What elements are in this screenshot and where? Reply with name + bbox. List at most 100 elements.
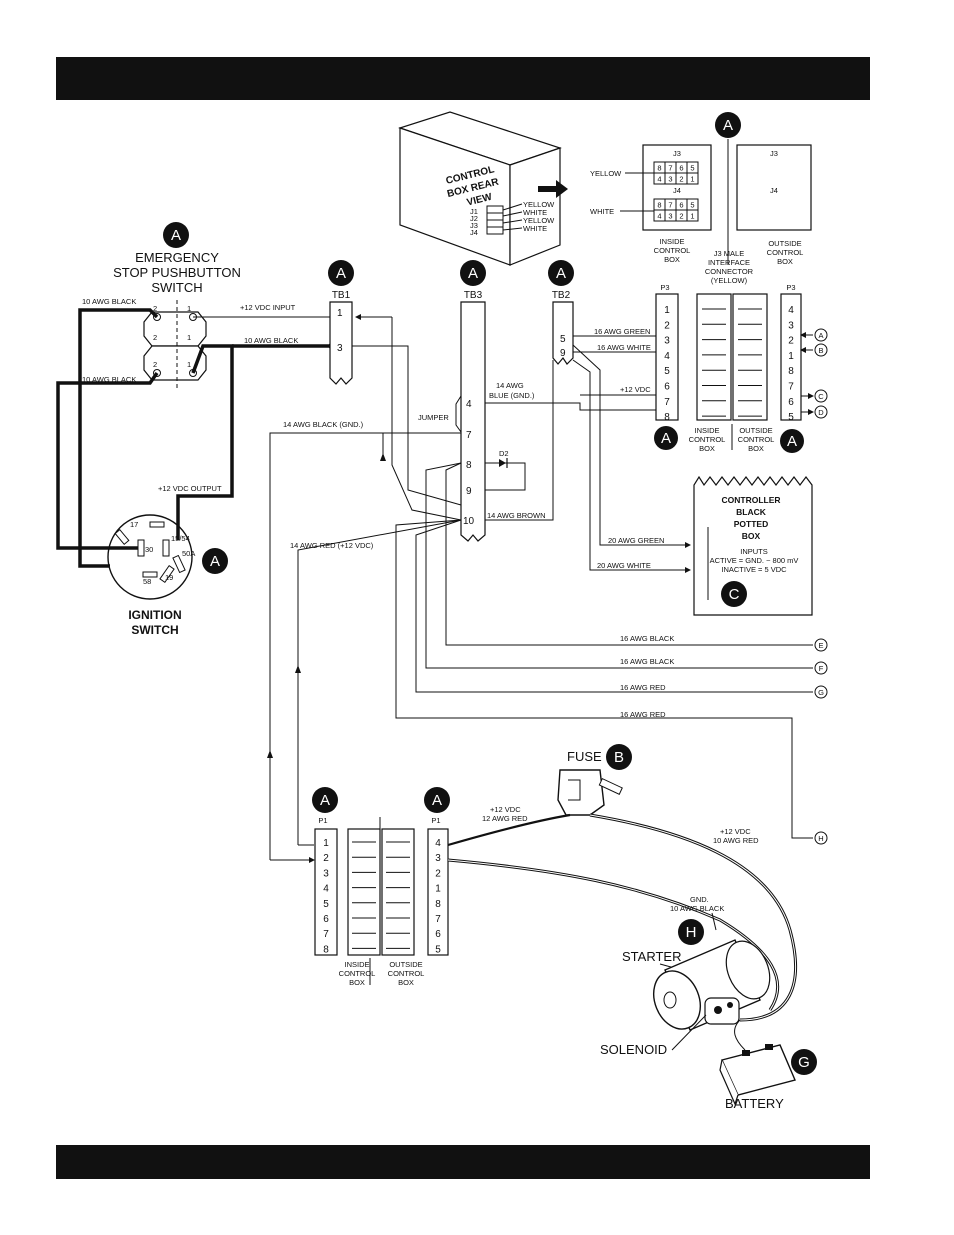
svg-text:16 AWG BLACK: 16 AWG BLACK xyxy=(620,657,674,666)
wire-j4-color: WHITE xyxy=(523,224,547,233)
p3-inside-pin-6: 6 xyxy=(664,382,670,393)
svg-text:BOX: BOX xyxy=(777,257,793,266)
svg-text:CONTROL: CONTROL xyxy=(339,969,376,978)
svg-text:BOX: BOX xyxy=(664,255,680,264)
tb2-pin-5: 5 xyxy=(560,334,566,345)
svg-text:A: A xyxy=(787,433,797,450)
p3-outside-pin: 1 xyxy=(788,351,794,362)
ref-b: B xyxy=(818,346,823,355)
j3-label-outside: J3 xyxy=(770,149,778,158)
svg-text:16 AWG GREEN: 16 AWG GREEN xyxy=(594,327,650,336)
j-pin: 1 xyxy=(690,175,694,184)
svg-text:12 AWG RED: 12 AWG RED xyxy=(482,814,528,823)
svg-text:BOX: BOX xyxy=(742,531,761,541)
footer-bar xyxy=(56,1145,870,1179)
j-pin: 5 xyxy=(690,164,694,173)
p1-outside-pin: 1 xyxy=(435,884,441,895)
j-pin: 3 xyxy=(668,175,672,184)
svg-text:P1: P1 xyxy=(431,816,440,825)
callout-a-icon xyxy=(202,548,228,574)
j-pin: 8 xyxy=(657,201,661,210)
thin-wires: 16 AWG GREEN 16 AWG WHITE 14 AWG BLUE (G… xyxy=(267,314,828,863)
callout-a-icon xyxy=(163,222,189,248)
label-12vdc-output: +12 VDC OUTPUT xyxy=(158,484,222,493)
svg-text:A: A xyxy=(336,265,346,282)
ignition-switch: 17 30 15/54 50A 58 19 A IGNITION SWITCH xyxy=(107,514,228,637)
terminal-15-54: 15/54 xyxy=(171,534,190,543)
svg-text:CONTROLLER: CONTROLLER xyxy=(721,495,780,505)
ref-h: H xyxy=(818,834,823,843)
callout-b-icon xyxy=(606,744,632,770)
white-label: WHITE xyxy=(590,207,614,216)
svg-text:1: 1 xyxy=(187,304,191,313)
terminal-19: 19 xyxy=(165,573,173,582)
terminal-30: 30 xyxy=(145,545,153,554)
pin-cell xyxy=(686,172,699,185)
starter-motor-icon xyxy=(653,939,771,1031)
wire-j3-color: YELLOW xyxy=(523,216,555,225)
p1-outside-pin: 8 xyxy=(435,899,441,910)
svg-text:POTTED: POTTED xyxy=(734,519,768,529)
p1-outside-pin: 7 xyxy=(435,914,441,925)
emergency-stop-switch: A EMERGENCY STOP PUSHBUTTON SWITCH 2 1 2… xyxy=(113,222,241,390)
p3-inside-pin-2: 2 xyxy=(664,320,670,331)
fuse-icon xyxy=(557,769,605,816)
p3-inside-pin-7: 7 xyxy=(664,397,670,408)
svg-text:J3 MALE: J3 MALE xyxy=(714,249,744,258)
tb3-pin-8: 8 xyxy=(466,460,472,471)
svg-text:2: 2 xyxy=(153,360,157,369)
p1-inside-pin-8: 8 xyxy=(323,944,329,955)
svg-text:A: A xyxy=(432,792,442,809)
svg-text:CONTROL: CONTROL xyxy=(738,435,775,444)
pin-j4: J4 xyxy=(470,228,478,237)
svg-text:+12 VDC: +12 VDC xyxy=(720,827,751,836)
svg-text:P3: P3 xyxy=(786,283,795,292)
p3-outside-pin: 7 xyxy=(788,382,794,393)
callout-a-icon xyxy=(715,112,741,138)
svg-text:INSIDE: INSIDE xyxy=(344,960,369,969)
j-pin: 4 xyxy=(657,212,661,221)
tb3-pin-7: 7 xyxy=(466,430,472,441)
svg-text:A: A xyxy=(556,265,566,282)
svg-text:CONTROL: CONTROL xyxy=(654,246,691,255)
tb3-pin-9: 9 xyxy=(466,486,472,497)
svg-text:TB2: TB2 xyxy=(552,290,571,301)
j3-j4-connectors: A J3 J4 87654321876543215678123456781234… xyxy=(590,112,812,285)
j-pin: 7 xyxy=(668,164,672,173)
pin-j3: J3 xyxy=(470,221,478,230)
ref-g: G xyxy=(818,688,824,697)
svg-text:BOX: BOX xyxy=(349,978,365,987)
label-10awg-black-a: 10 AWG BLACK xyxy=(82,297,136,306)
j-pin: 5 xyxy=(690,201,694,210)
j-pin: 1 xyxy=(690,212,694,221)
svg-text:1: 1 xyxy=(187,333,191,342)
callout-a-icon xyxy=(312,787,338,813)
svg-text:2: 2 xyxy=(153,333,157,342)
svg-text:INACTIVE = 5 VDC: INACTIVE = 5 VDC xyxy=(721,565,787,574)
power-components: FUSE B +12 VDC 12 AWG RED +12 VDC 10 AWG… xyxy=(447,744,817,1111)
j-pin: 2 xyxy=(679,175,683,184)
p1-outside-pin: 2 xyxy=(435,868,441,879)
p3-outside-pin: 4 xyxy=(788,305,794,316)
svg-text:BOX: BOX xyxy=(398,978,414,987)
j4-label-inside: J4 xyxy=(673,186,681,195)
tb3-pin-10: 10 xyxy=(463,516,475,527)
svg-text:2: 2 xyxy=(153,304,157,313)
wire-j2-color: WHITE xyxy=(523,208,547,217)
svg-text:16 AWG RED: 16 AWG RED xyxy=(620,683,666,692)
p1-outside-pin: 4 xyxy=(435,838,441,849)
svg-text:OUTSIDE: OUTSIDE xyxy=(389,960,422,969)
callout-a-icon xyxy=(548,260,574,286)
p3-outside-pin: 5 xyxy=(788,412,794,423)
terminal-58: 58 xyxy=(143,577,151,586)
p1-inside-pin-1: 1 xyxy=(323,838,329,849)
svg-text:14 AWG BROWN: 14 AWG BROWN xyxy=(487,511,545,520)
svg-text:D2: D2 xyxy=(499,449,509,458)
svg-text:TB1: TB1 xyxy=(332,290,351,301)
solenoid-label: SOLENOID xyxy=(600,1042,667,1057)
svg-text:16 AWG BLACK: 16 AWG BLACK xyxy=(620,634,674,643)
svg-text:16 AWG RED: 16 AWG RED xyxy=(620,710,666,719)
battery-label: BATTERY xyxy=(725,1096,784,1111)
terminal-block-tb3: TB3 4 7 8 9 10 JUMPER xyxy=(418,290,486,542)
